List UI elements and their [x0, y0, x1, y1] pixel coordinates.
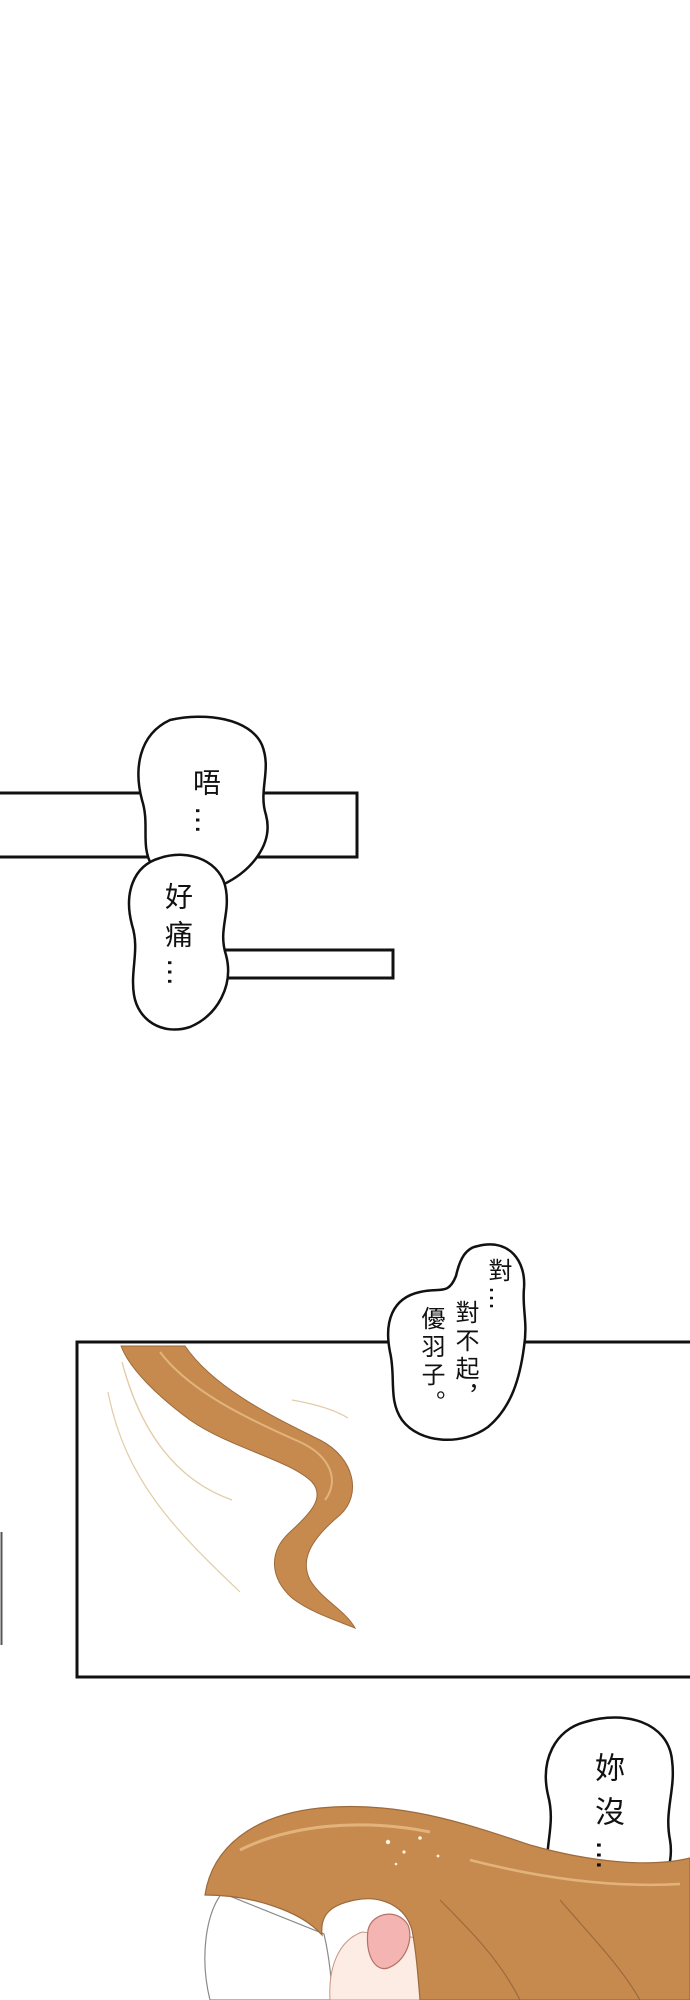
bubble-2-text: 好痛…	[161, 882, 194, 996]
hair-strand-highlight	[159, 1351, 333, 1501]
hair-highlight-1	[239, 1823, 431, 1852]
hair-strand-line-2	[559, 1899, 641, 2000]
character-hair	[204, 1805, 690, 2000]
hair-highlight-2	[469, 1858, 681, 1887]
panel-frame-large	[75, 1340, 690, 1679]
sparkle-dot-1	[385, 1839, 391, 1845]
hair-strand-line-1	[439, 1899, 521, 2000]
bubble-3-text-line-3: 優羽子。	[417, 1306, 445, 1418]
bubble-4-text: 妳沒…	[589, 1752, 624, 1884]
bubble-3-text-line-2: 對不起，	[451, 1300, 479, 1412]
faint-hair-line-2	[107, 1391, 241, 1593]
faint-hair-line-1	[121, 1361, 233, 1501]
hair-strand-illustration	[120, 1345, 357, 1629]
ear	[366, 1913, 411, 1970]
bubble-1-text: 唔…	[189, 768, 222, 844]
sparkle-dot-2	[402, 1850, 406, 1854]
sparkle-dot-4	[436, 1854, 440, 1858]
speech-bubble-3	[386, 1243, 527, 1442]
panel-frame-small	[221, 948, 395, 980]
sparkle-dot-5	[394, 1862, 398, 1866]
faint-hair-line-3	[291, 1399, 349, 1419]
sparkle-dot-3	[418, 1836, 422, 1840]
speech-bubble-2	[127, 853, 230, 1031]
bubble-3-text-line-1: 對…	[484, 1258, 512, 1314]
